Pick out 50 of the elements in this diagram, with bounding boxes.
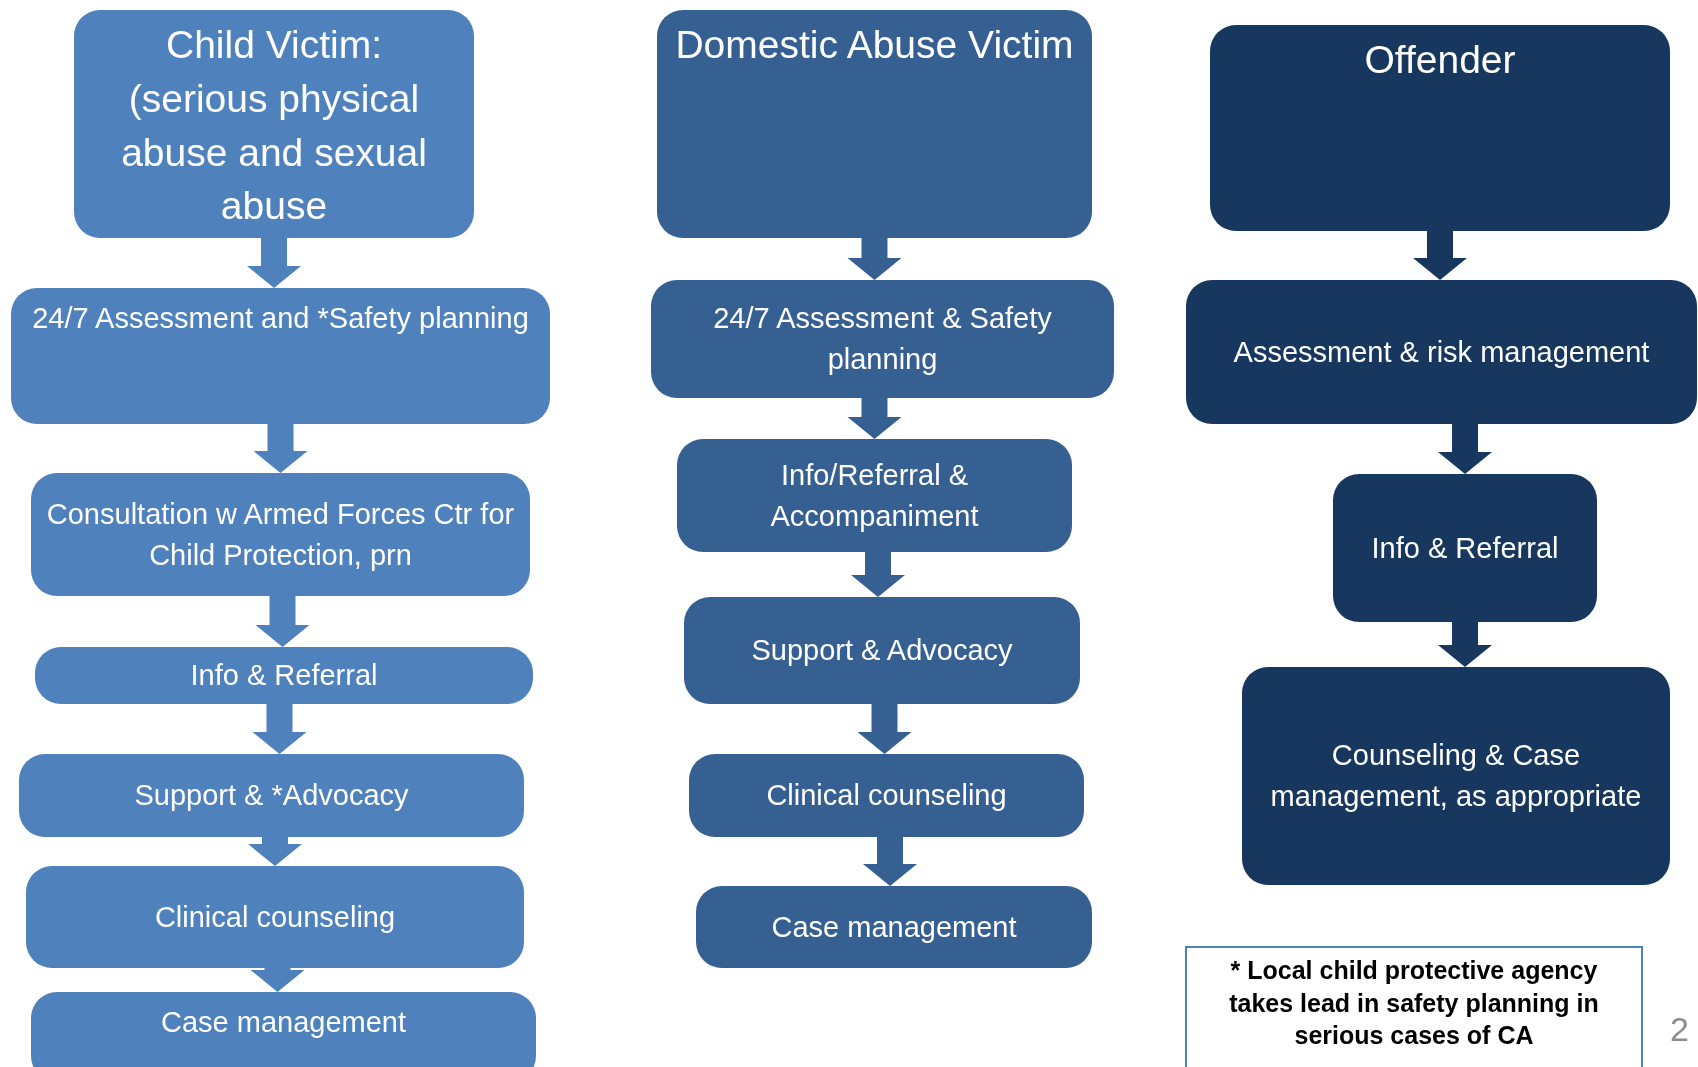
page-number: 2 bbox=[1670, 1010, 1689, 1049]
box-label: Case management bbox=[161, 1005, 406, 1040]
process-box bbox=[35, 647, 533, 704]
process-box bbox=[696, 886, 1092, 968]
box-label: 24/7 Assessment and *Safety planning bbox=[32, 301, 529, 336]
process-box bbox=[19, 754, 524, 837]
block-arrow bbox=[247, 238, 301, 288]
box-label: Info/Referral & Accompaniment bbox=[769, 457, 980, 534]
block-arrow bbox=[1438, 424, 1492, 474]
process-box bbox=[1242, 667, 1670, 885]
box-label: 24/7 Assessment & Safety planning bbox=[712, 301, 1053, 377]
block-arrow bbox=[253, 424, 308, 473]
box-label: Assessment & risk management bbox=[1233, 334, 1650, 370]
process-box bbox=[74, 10, 474, 238]
box-label: Info & Referral bbox=[190, 658, 378, 694]
process-box bbox=[11, 288, 550, 424]
box-label: Domestic Abuse Victim bbox=[675, 22, 1074, 68]
box-label: Offender bbox=[1364, 37, 1516, 83]
process-box bbox=[31, 473, 530, 596]
block-arrow bbox=[857, 704, 912, 754]
box-label: Case management bbox=[771, 909, 1017, 945]
block-arrow bbox=[252, 704, 307, 754]
process-box bbox=[651, 280, 1114, 398]
process-box bbox=[657, 10, 1092, 238]
box-label: Clinical counseling bbox=[154, 899, 396, 935]
process-box bbox=[689, 754, 1084, 837]
process-box bbox=[684, 597, 1080, 704]
block-arrow bbox=[1438, 622, 1492, 667]
box-label: Child Victim: (serious physical abuse and sexual abuse bbox=[120, 22, 428, 230]
process-box bbox=[1186, 280, 1697, 424]
process-box bbox=[1333, 474, 1597, 622]
block-arrow bbox=[851, 552, 905, 597]
block-arrow bbox=[863, 837, 917, 886]
block-arrow bbox=[1413, 231, 1467, 280]
process-box bbox=[677, 439, 1072, 552]
block-arrow bbox=[255, 596, 310, 647]
box-label: Support & Advocacy bbox=[751, 633, 1013, 669]
block-arrow bbox=[248, 837, 302, 866]
box-label: Clinical counseling bbox=[766, 778, 1007, 814]
box-label: Info & Referral bbox=[1371, 530, 1559, 566]
box-label: Support & *Advocacy bbox=[134, 778, 409, 814]
process-box bbox=[1210, 25, 1670, 231]
block-arrow bbox=[250, 968, 305, 992]
process-box bbox=[26, 866, 524, 968]
note-text: * Local child protective agency takes lead in safety planning in serious cases of CA bbox=[1228, 955, 1600, 1051]
note-box bbox=[1185, 946, 1643, 1067]
block-arrow bbox=[847, 238, 902, 280]
box-label: Counseling & Case management, as appropriate bbox=[1269, 738, 1643, 814]
box-label: Consultation w Armed Forces Ctr for Child Protection, prn bbox=[45, 496, 516, 573]
process-box bbox=[31, 992, 536, 1067]
